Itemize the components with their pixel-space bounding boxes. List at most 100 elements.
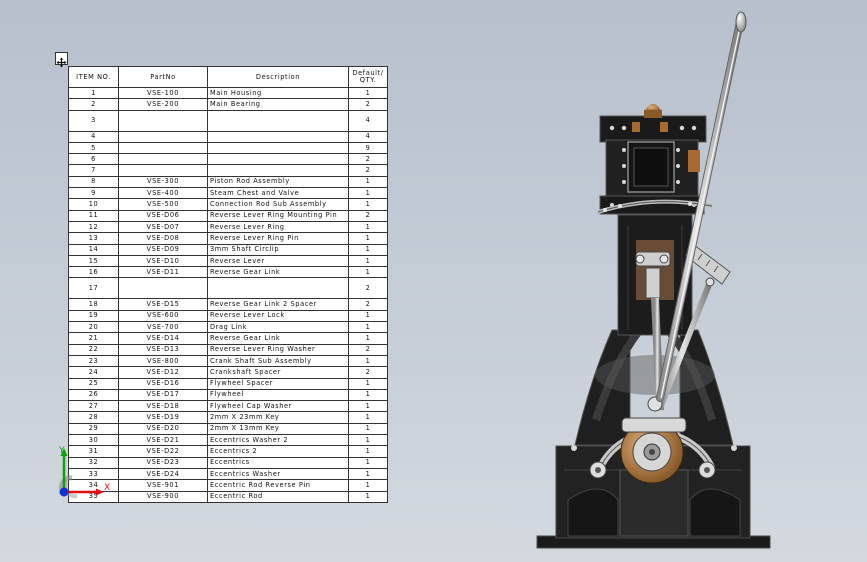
- cell-qty: 2: [348, 298, 388, 311]
- axis-triad-icon: Y X: [58, 446, 110, 499]
- cell-item-no: 28: [68, 411, 119, 424]
- cell-qty: 1: [348, 467, 388, 481]
- cell-item-no: 27: [68, 400, 119, 413]
- cell-description: Reverse Lever Lock: [207, 309, 349, 323]
- cell-description: Eccentrics Washer: [207, 467, 349, 481]
- cell-description: [207, 153, 349, 166]
- cell-qty: 1: [348, 434, 388, 447]
- cell-part-no: [118, 164, 208, 177]
- cell-item-no: 1: [68, 86, 119, 100]
- cell-description: Crank Shaft Sub Assembly: [207, 354, 349, 368]
- cell-description: Reverse Lever Ring Pin: [207, 232, 349, 245]
- reverse-lever: [656, 11, 747, 402]
- bill-of-materials-table[interactable]: ITEM NO. PartNo Description Default/ QTY…: [68, 66, 388, 503]
- cell-description: Flywheel Spacer: [207, 377, 349, 390]
- cell-qty: 4: [348, 130, 388, 143]
- cell-description: Reverse Lever: [207, 254, 349, 268]
- cell-qty: 4: [348, 109, 388, 132]
- cell-part-no: VSE-100: [118, 86, 208, 100]
- steam-engine-model[interactable]: [530, 6, 780, 558]
- cell-part-no: VSE-D14: [118, 332, 208, 345]
- y-axis-label: Y: [58, 446, 65, 456]
- cell-description: Eccentrics: [207, 456, 349, 469]
- cell-item-no: 5: [68, 141, 119, 155]
- cell-qty: 1: [348, 377, 388, 390]
- cell-qty: 1: [348, 243, 388, 256]
- cell-item-no: 6: [68, 153, 119, 166]
- engine-cylinder: [599, 104, 707, 215]
- cell-part-no: VSE-400: [118, 187, 208, 200]
- cell-description: Piston Rod Assembly: [207, 175, 349, 189]
- cell-item-no: 2: [68, 98, 119, 111]
- cell-item-no: 20: [68, 321, 119, 334]
- cell-item-no: 18: [68, 298, 119, 311]
- cell-part-no: VSE-300: [118, 175, 208, 189]
- table-header-row: ITEM NO. PartNo Description Default/ QTY…: [68, 66, 388, 88]
- move-cross-icon: [56, 57, 67, 68]
- header-description: Description: [207, 66, 349, 88]
- cell-qty: 1: [348, 198, 388, 211]
- cell-item-no: 4: [68, 130, 119, 143]
- cell-qty: 1: [348, 220, 388, 234]
- cell-description: Eccentrics 2: [207, 445, 349, 458]
- cell-item-no: 17: [68, 277, 119, 300]
- cell-qty: 1: [348, 388, 388, 402]
- cell-qty: 2: [348, 153, 388, 166]
- cell-part-no: [118, 277, 208, 300]
- cell-item-no: 10: [68, 198, 119, 211]
- cell-description: [207, 277, 349, 300]
- cell-item-no: 16: [68, 266, 119, 279]
- header-item-no: ITEM NO.: [68, 66, 119, 88]
- cell-qty: 2: [348, 366, 388, 379]
- cell-item-no: 22: [68, 343, 119, 356]
- cell-part-no: VSE-600: [118, 309, 208, 323]
- cell-description: Eccentrics Washer 2: [207, 434, 349, 447]
- cell-part-no: VSE-D19: [118, 411, 208, 424]
- cell-description: Flywheel: [207, 388, 349, 402]
- z-axis-dot: [59, 487, 69, 497]
- cell-qty: 2: [348, 98, 388, 111]
- cell-item-no: 24: [68, 366, 119, 379]
- cell-description: 3mm Shaft Circlip: [207, 243, 349, 256]
- table-move-handle[interactable]: [55, 52, 68, 68]
- cell-qty: 1: [348, 445, 388, 458]
- cell-part-no: VSE-D06: [118, 209, 208, 222]
